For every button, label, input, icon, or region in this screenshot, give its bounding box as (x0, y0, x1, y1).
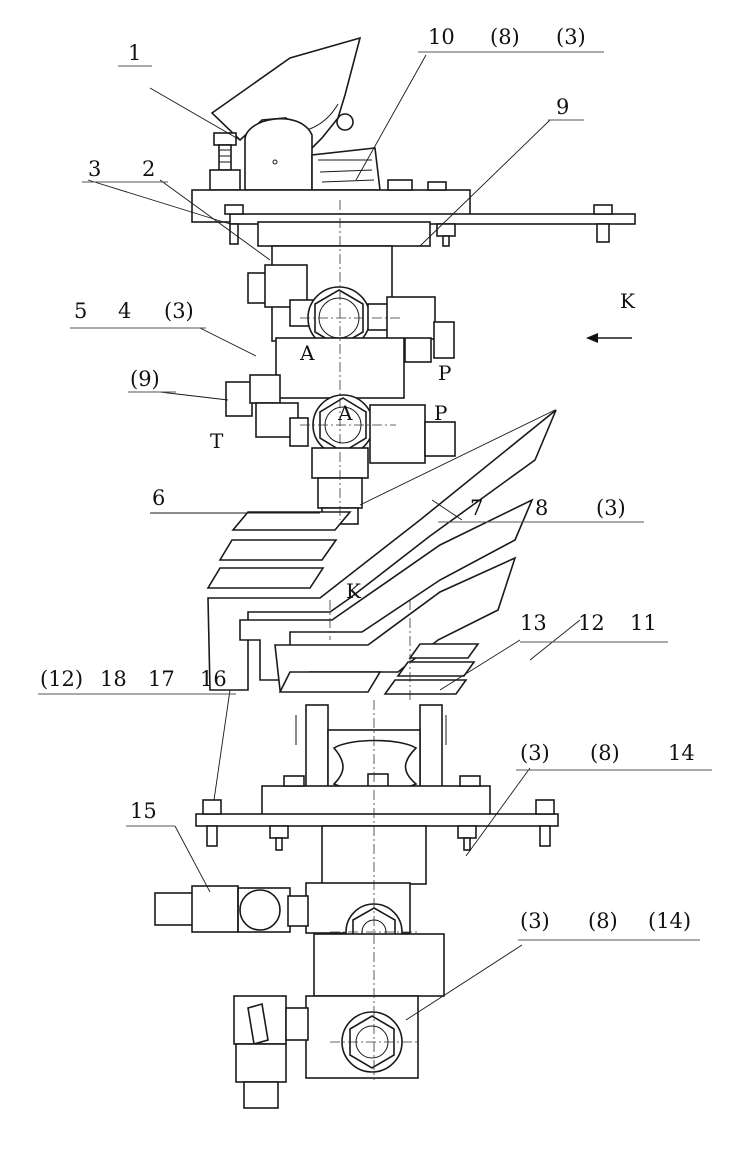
callout-9-paren: (9) (130, 367, 160, 391)
upper-base-plate (229, 213, 636, 225)
callout-8-lower: (8) (590, 741, 620, 765)
callout-14-bottom: (14) (648, 909, 691, 933)
callout-7: 7 (470, 496, 483, 520)
callout-8-top: (8) (490, 25, 520, 49)
callout-underlines (38, 51, 712, 941)
callout-1: 1 (128, 41, 141, 65)
callout-14: 14 (668, 741, 695, 765)
left-panel-strip-2 (218, 539, 338, 561)
lower-plate-bolts (202, 799, 555, 851)
port-p-upper-label: P (438, 361, 451, 385)
callout-10: 10 (428, 25, 455, 49)
callout-16: 16 (200, 667, 227, 691)
upper-pedal-valve (191, 36, 636, 363)
callout-3-lower: (3) (520, 741, 550, 765)
callout-3-left: 3 (88, 157, 101, 181)
port-p-lower-label: P (434, 401, 447, 425)
callout-3-k: (3) (596, 496, 626, 520)
upper-port-p-fitting (386, 296, 455, 363)
lower-valve-body-middle (313, 933, 445, 997)
lower-pedal-valve (154, 704, 559, 1109)
port-t-label: T (210, 429, 224, 453)
callout-9: 9 (556, 95, 569, 119)
bottom-panel-strip (278, 671, 382, 693)
port-a-lower-label: A (337, 401, 353, 425)
view-k-section-label: K (346, 579, 362, 603)
lower-port-p-fitting (369, 404, 456, 464)
leader-lines (87, 54, 581, 1021)
port-15-fitting (154, 885, 309, 933)
lower-bracket-right (419, 704, 443, 790)
upper-left-fitting (247, 264, 317, 327)
callout-12: 12 (578, 611, 605, 635)
callout-3-mid: (3) (164, 299, 194, 323)
left-panel-strip-1 (231, 511, 352, 531)
callout-17: 17 (148, 667, 175, 691)
callout-4: 4 (118, 299, 131, 323)
lower-base-plate (195, 813, 559, 827)
view-labels: K K (346, 289, 636, 603)
callout-labels: 1 10 (8) (3) 9 3 2 5 4 (3) (9) 6 7 8 (3)… (40, 25, 695, 933)
adjusting-screw (209, 132, 241, 191)
callout-15: 15 (130, 799, 157, 823)
port-a-upper-label: A (299, 341, 315, 365)
callout-6: 6 (152, 486, 165, 510)
callout-5: 5 (74, 299, 87, 323)
right-panel-strip-3 (383, 679, 468, 695)
callout-2: 2 (142, 157, 155, 181)
middle-folded-panel (239, 498, 534, 681)
port-labels: A P A P T (210, 341, 451, 453)
section-view-k (206, 409, 557, 700)
pedal-clevis (244, 117, 313, 191)
centerlines (300, 200, 420, 1080)
elbow-fitting (233, 995, 309, 1109)
middle-valve-section (225, 337, 456, 525)
callout-11: 11 (630, 611, 657, 635)
callout-8-bottom: (8) (588, 909, 618, 933)
left-panel-strip-3 (206, 567, 325, 589)
view-k-arrow (586, 333, 632, 343)
upper-valve-neck (257, 221, 431, 247)
callout-8: 8 (535, 496, 548, 520)
callout-18: 18 (100, 667, 127, 691)
callout-3-top: (3) (556, 25, 586, 49)
callout-3-bottom: (3) (520, 909, 550, 933)
callout-13: 13 (520, 611, 547, 635)
view-k-arrow-label: K (620, 289, 636, 313)
outer-folded-panel (207, 409, 557, 691)
right-panel-strip-1 (408, 643, 480, 659)
callout-12-paren: (12) (40, 667, 83, 691)
pedal-spring-block (311, 147, 381, 191)
port-t-fittings (225, 374, 309, 447)
lower-bracket-left (305, 704, 329, 790)
right-panel-strip-2 (396, 661, 476, 677)
